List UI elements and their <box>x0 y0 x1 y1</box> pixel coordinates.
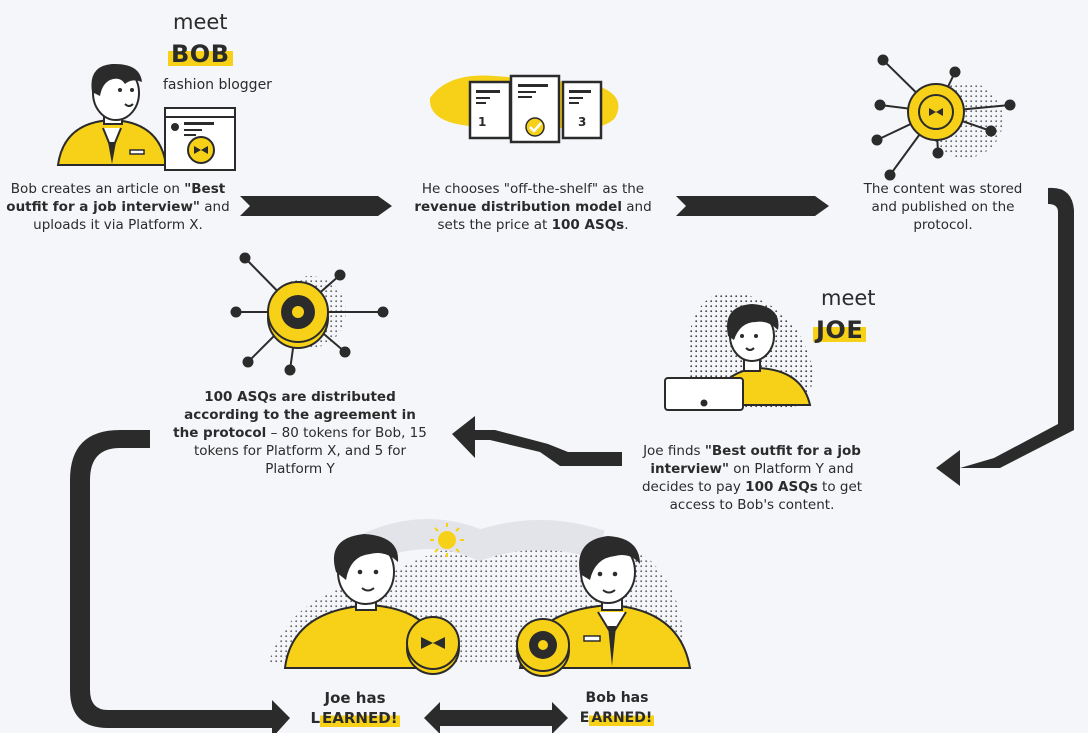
step-1-text: Bob creates an article on "Best outfit f… <box>6 181 230 233</box>
step-3-text: The content was stored and published on … <box>863 181 1023 233</box>
sun-icon <box>430 523 464 557</box>
meet-bob-label: meet <box>173 10 228 34</box>
arrow-joe-to-distribution <box>452 416 622 466</box>
arrow-protocol-to-joe <box>936 187 1074 486</box>
flow-arrows <box>70 187 1074 733</box>
protocol-network-illustration <box>871 54 1016 181</box>
documents-illustration <box>429 74 619 144</box>
platform-x-window <box>164 107 236 171</box>
step-5-text: 100 ASQs are distributed according to th… <box>173 389 427 477</box>
step-2-text: He chooses "off-the-shelf" as the revenu… <box>414 181 652 233</box>
bob-illustration <box>56 63 168 166</box>
asq-coin-distribution-illustration <box>230 252 389 376</box>
arrow-bob-to-model <box>240 196 392 216</box>
bob-role-label: fashion blogger <box>163 77 272 93</box>
joe-illustration <box>664 292 814 411</box>
arrow-distribution-to-learned <box>70 430 290 733</box>
outcome-illustration <box>268 519 692 677</box>
bob-name-label: BOB <box>168 42 233 66</box>
arrow-model-to-protocol <box>676 196 829 216</box>
step-4-text: Joe finds "Best outfit for a job intervi… <box>641 443 863 513</box>
arrow-learned-earned <box>424 702 568 733</box>
meet-joe-label: meet <box>821 286 876 310</box>
document-3-number: 3 <box>578 115 587 129</box>
document-1-number: 1 <box>478 115 487 129</box>
joe-name-label: JOE <box>813 318 867 342</box>
